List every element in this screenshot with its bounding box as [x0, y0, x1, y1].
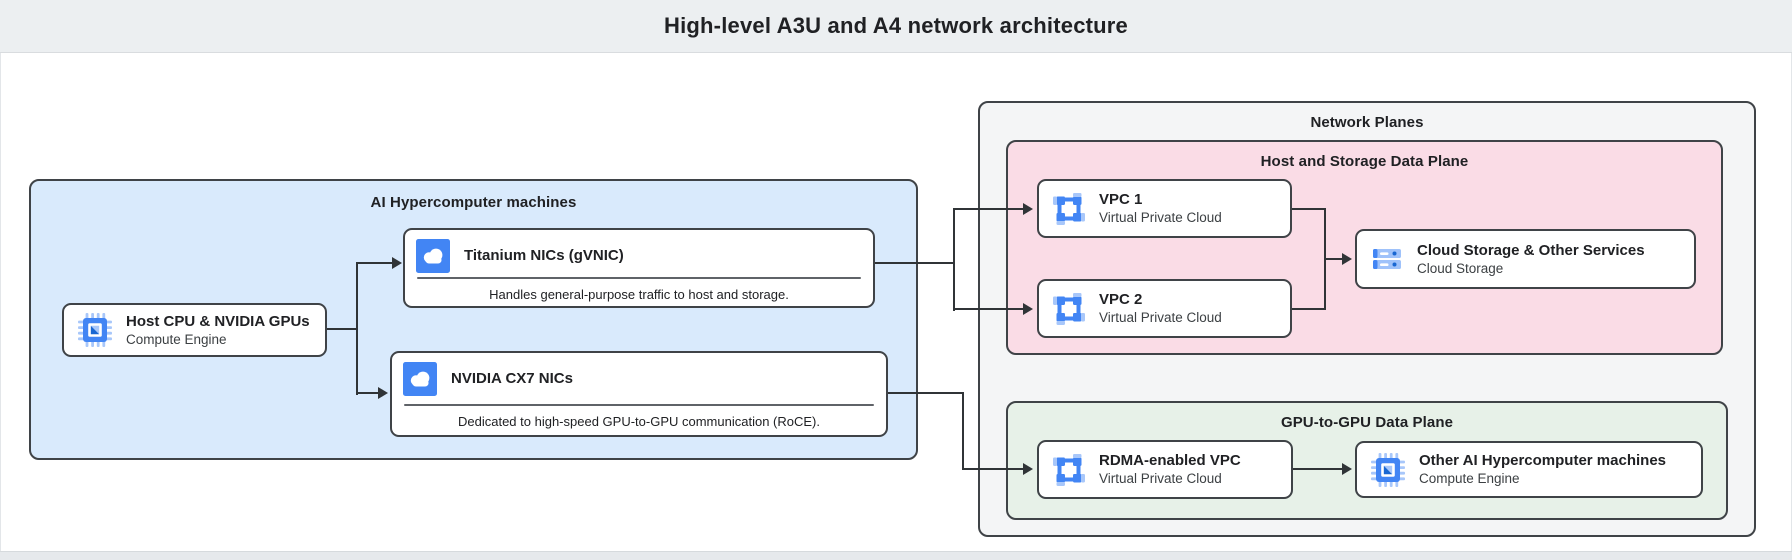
- node-subtitle: Compute Engine: [126, 331, 227, 347]
- connector-host-to-cx7: [356, 392, 378, 394]
- vpc-icon: [1052, 192, 1086, 226]
- node-title: Host CPU & NVIDIA GPUs: [126, 312, 310, 330]
- connector-vpc2-out: [1292, 308, 1326, 310]
- compute-engine-chip-icon: [77, 312, 113, 348]
- connector-to-rdma-vpc: [962, 468, 1023, 470]
- group-label-network-planes: Network Planes: [1310, 114, 1424, 131]
- node-title: NVIDIA CX7 NICs: [451, 370, 573, 387]
- node-host-cpu-nvidia-gpus: Host CPU & NVIDIA GPUs Compute Engine: [62, 303, 327, 357]
- arrowhead-to-titanium: [392, 257, 402, 269]
- arrowhead-to-cloud-storage: [1342, 253, 1352, 265]
- node-subtitle: Cloud Storage: [1417, 260, 1504, 276]
- footer-band: [0, 551, 1792, 560]
- connector-titanium-split-vertical: [953, 208, 955, 311]
- divider: [404, 404, 874, 406]
- connector-titanium-out: [875, 262, 955, 264]
- node-title: Cloud Storage & Other Services: [1417, 241, 1645, 259]
- node-vpc-1: VPC 1 Virtual Private Cloud: [1037, 179, 1292, 238]
- group-label-host-storage-data-plane: Host and Storage Data Plane: [1260, 153, 1469, 170]
- connector-rdma-to-other: [1293, 468, 1342, 470]
- group-label-ai-hypercomputer-machines: AI Hypercomputer machines: [370, 194, 577, 211]
- arrowhead-to-cx7: [378, 387, 388, 399]
- node-description: Dedicated to high-speed GPU-to-GPU commu…: [458, 414, 820, 429]
- connector-to-vpc2: [953, 308, 1023, 310]
- header-band: High-level A3U and A4 network architectu…: [0, 0, 1792, 53]
- arrowhead-to-vpc1: [1023, 203, 1033, 215]
- connector-host-split-vertical: [356, 262, 358, 395]
- node-title: VPC 2: [1099, 291, 1143, 308]
- vpc-icon: [1052, 292, 1086, 326]
- node-titanium-nics: Titanium NICs (gVNIC) Handles general-pu…: [403, 228, 875, 308]
- page-title: High-level A3U and A4 network architectu…: [664, 13, 1128, 38]
- connector-to-cloud-storage: [1324, 258, 1342, 260]
- group-label-gpu-to-gpu-data-plane: GPU-to-GPU Data Plane: [1280, 414, 1454, 431]
- cloud-nic-icon: [416, 239, 450, 273]
- connector-cx7-out: [888, 392, 964, 394]
- node-title: VPC 1: [1099, 191, 1143, 208]
- connector-host-to-titanium: [356, 262, 392, 264]
- arrowhead-to-rdma-vpc: [1023, 463, 1033, 475]
- cloud-storage-icon: [1370, 242, 1404, 276]
- connector-to-vpc1: [953, 208, 1023, 210]
- node-vpc-2: VPC 2 Virtual Private Cloud: [1037, 279, 1292, 338]
- connector-vpc1-out: [1292, 208, 1326, 210]
- node-subtitle: Virtual Private Cloud: [1099, 210, 1222, 225]
- vpc-icon: [1052, 453, 1086, 487]
- node-title: RDMA-enabled VPC: [1099, 452, 1241, 469]
- node-title: Titanium NICs (gVNIC): [464, 247, 624, 264]
- node-cloud-storage: Cloud Storage & Other Services Cloud Sto…: [1355, 229, 1696, 289]
- node-rdma-enabled-vpc: RDMA-enabled VPC Virtual Private Cloud: [1037, 440, 1293, 499]
- arrowhead-to-vpc2: [1023, 303, 1033, 315]
- node-subtitle: Virtual Private Cloud: [1099, 471, 1222, 486]
- divider: [417, 277, 861, 279]
- node-title: Other AI Hypercomputer machines: [1419, 452, 1667, 469]
- node-description: Handles general-purpose traffic to host …: [489, 287, 789, 302]
- node-nvidia-cx7-nics: NVIDIA CX7 NICs Dedicated to high-speed …: [390, 351, 888, 437]
- arrowhead-to-other-machines: [1342, 463, 1352, 475]
- node-subtitle: Virtual Private Cloud: [1099, 310, 1222, 325]
- cloud-nic-icon: [403, 362, 437, 396]
- node-subtitle: Compute Engine: [1419, 471, 1520, 486]
- compute-engine-chip-icon: [1370, 452, 1406, 488]
- node-other-ai-hypercomputer-machines: Other AI Hypercomputer machines Compute …: [1355, 441, 1703, 498]
- connector-host-out: [327, 328, 358, 330]
- connector-cx7-vertical: [962, 392, 964, 470]
